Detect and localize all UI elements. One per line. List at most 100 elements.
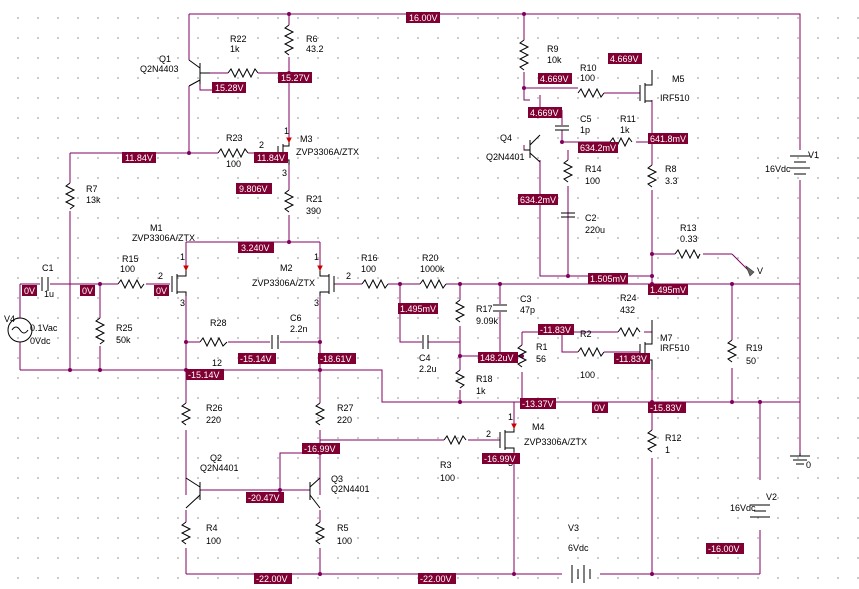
r25-ref: R25 (116, 323, 133, 333)
c6-ref: C6 (290, 313, 302, 323)
m1-pin-2: 2 (158, 271, 163, 281)
r15-value: 100 (120, 264, 135, 274)
r11-value: 1k (620, 125, 630, 135)
m2-model: ZVP3306A/ZTX (252, 278, 315, 288)
vtag-neg-bus: -15.83V (648, 402, 686, 413)
svg-text:634.2mV: 634.2mV (520, 195, 556, 205)
m7-ref: M7 (660, 333, 673, 343)
svg-text:4.669V: 4.669V (530, 108, 559, 118)
m4-pin-1: 1 (508, 412, 513, 422)
r13-ref: R13 (680, 223, 697, 233)
m4-ref: M4 (532, 422, 545, 432)
c6-pin-12: 12 (212, 358, 222, 368)
r18-resistor (454, 369, 466, 389)
vtag-r10-right: 4.669V (608, 53, 642, 64)
vtag-m1-drain: -18.61V (318, 353, 356, 364)
c4-ref: C4 (419, 353, 431, 363)
vtag-in-c1: 0V (22, 285, 37, 296)
q1-model: Q2N4403 (140, 64, 179, 74)
c2-value: 220u (585, 225, 605, 235)
svg-text:-13.37V: -13.37V (522, 399, 554, 409)
r15-resistor (117, 278, 145, 290)
transistors (171, 59, 653, 509)
vtag-m7-gate: -11.83V (538, 324, 574, 335)
r20-resistor (419, 278, 447, 290)
vtag-vas: -13.37V (520, 398, 556, 409)
r3-ref: R3 (440, 460, 452, 470)
vtag-q2-base: -20.47V (246, 492, 284, 503)
r19-ref: R19 (746, 343, 763, 353)
c4-capacitor (422, 335, 429, 349)
v2-dc-source (750, 504, 770, 518)
vtag-q4-emit2: 634.2mV (578, 142, 618, 153)
m4-mosfet (499, 423, 517, 452)
r14-value: 100 (585, 176, 600, 186)
r21-resistor (283, 189, 295, 213)
svg-text:-18.61V: -18.61V (320, 354, 352, 364)
r10-value: 100 (580, 73, 595, 83)
r19-resistor (726, 339, 738, 363)
c3-ref: C3 (520, 294, 532, 304)
r26-value: 220 (206, 415, 221, 425)
m7-model: IRF510 (660, 343, 690, 353)
r12-value: 1 (665, 445, 670, 455)
q2-ref: Q2 (210, 453, 222, 463)
svg-text:15.27V: 15.27V (281, 73, 310, 83)
r26-ref: R26 (206, 403, 223, 413)
svg-text:15.28V: 15.28V (215, 83, 244, 93)
m2-ref: M2 (280, 263, 293, 273)
svg-text:634.2mV: 634.2mV (580, 143, 616, 153)
c6-value: 2.2n (290, 324, 308, 334)
r7-value: 13k (86, 195, 101, 205)
m3-pin-2: 2 (259, 140, 264, 150)
svg-text:9.806V: 9.806V (239, 184, 268, 194)
m3-pin-3: 3 (282, 168, 287, 178)
r20-ref: R20 (422, 253, 439, 263)
svg-text:1.495mV: 1.495mV (650, 285, 686, 295)
r6-resistor (283, 24, 295, 56)
vtag-mirror: -16.99V (302, 443, 340, 454)
r4-ref: R4 (206, 523, 218, 533)
v4-value: 0.1Vac (30, 323, 58, 333)
r19-value: 50 (746, 356, 756, 366)
c1-value: 1u (44, 289, 54, 299)
r13-value: 0.33 (680, 234, 698, 244)
r9-resistor (518, 39, 530, 71)
svg-text:16.00V: 16.00V (409, 13, 438, 23)
m1-mosfet (171, 265, 189, 296)
r27-value: 220 (337, 415, 352, 425)
m1-model: ZVP3306A/ZTX (132, 233, 195, 243)
r15-ref: R15 (122, 254, 139, 264)
svg-text:-16.99V: -16.99V (304, 444, 336, 454)
r27-ref: R27 (337, 403, 354, 413)
svg-text:0V: 0V (594, 403, 605, 413)
vtag-r6-bot: 15.27V (278, 72, 312, 83)
r28-ref: R28 (210, 318, 227, 328)
r8-ref: R8 (665, 164, 677, 174)
vtag-tail: 3.240V (238, 242, 274, 253)
m5-mosfet (639, 70, 653, 103)
svg-text:1.505mV: 1.505mV (590, 274, 626, 284)
m3-model: ZVP3306A/ZTX (296, 147, 359, 157)
capacitors (41, 125, 575, 349)
m3-ref: M3 (300, 134, 313, 144)
ground-symbol (790, 453, 810, 465)
v2-ref: V2 (766, 492, 777, 502)
vtag-m7-gate2: -11.83V (614, 353, 650, 364)
r9-value: 10k (547, 55, 562, 65)
svg-text:-16.99V: -16.99V (484, 454, 516, 464)
r21-ref: R21 (306, 194, 323, 204)
r3-resistor (443, 434, 467, 446)
q3-transistor (309, 477, 321, 509)
r4-value: 100 (206, 536, 221, 546)
r23-resistor (217, 147, 249, 159)
svg-text:-15.83V: -15.83V (650, 403, 682, 413)
r17-value: 9.09k (476, 316, 499, 326)
r22-ref: R22 (230, 34, 247, 44)
r6-ref: R6 (306, 34, 318, 44)
m3-pin-1: 1 (284, 126, 289, 136)
r1-value: 56 (536, 354, 546, 364)
c5-ref: C5 (580, 114, 592, 124)
r2-value: 100 (580, 370, 595, 380)
